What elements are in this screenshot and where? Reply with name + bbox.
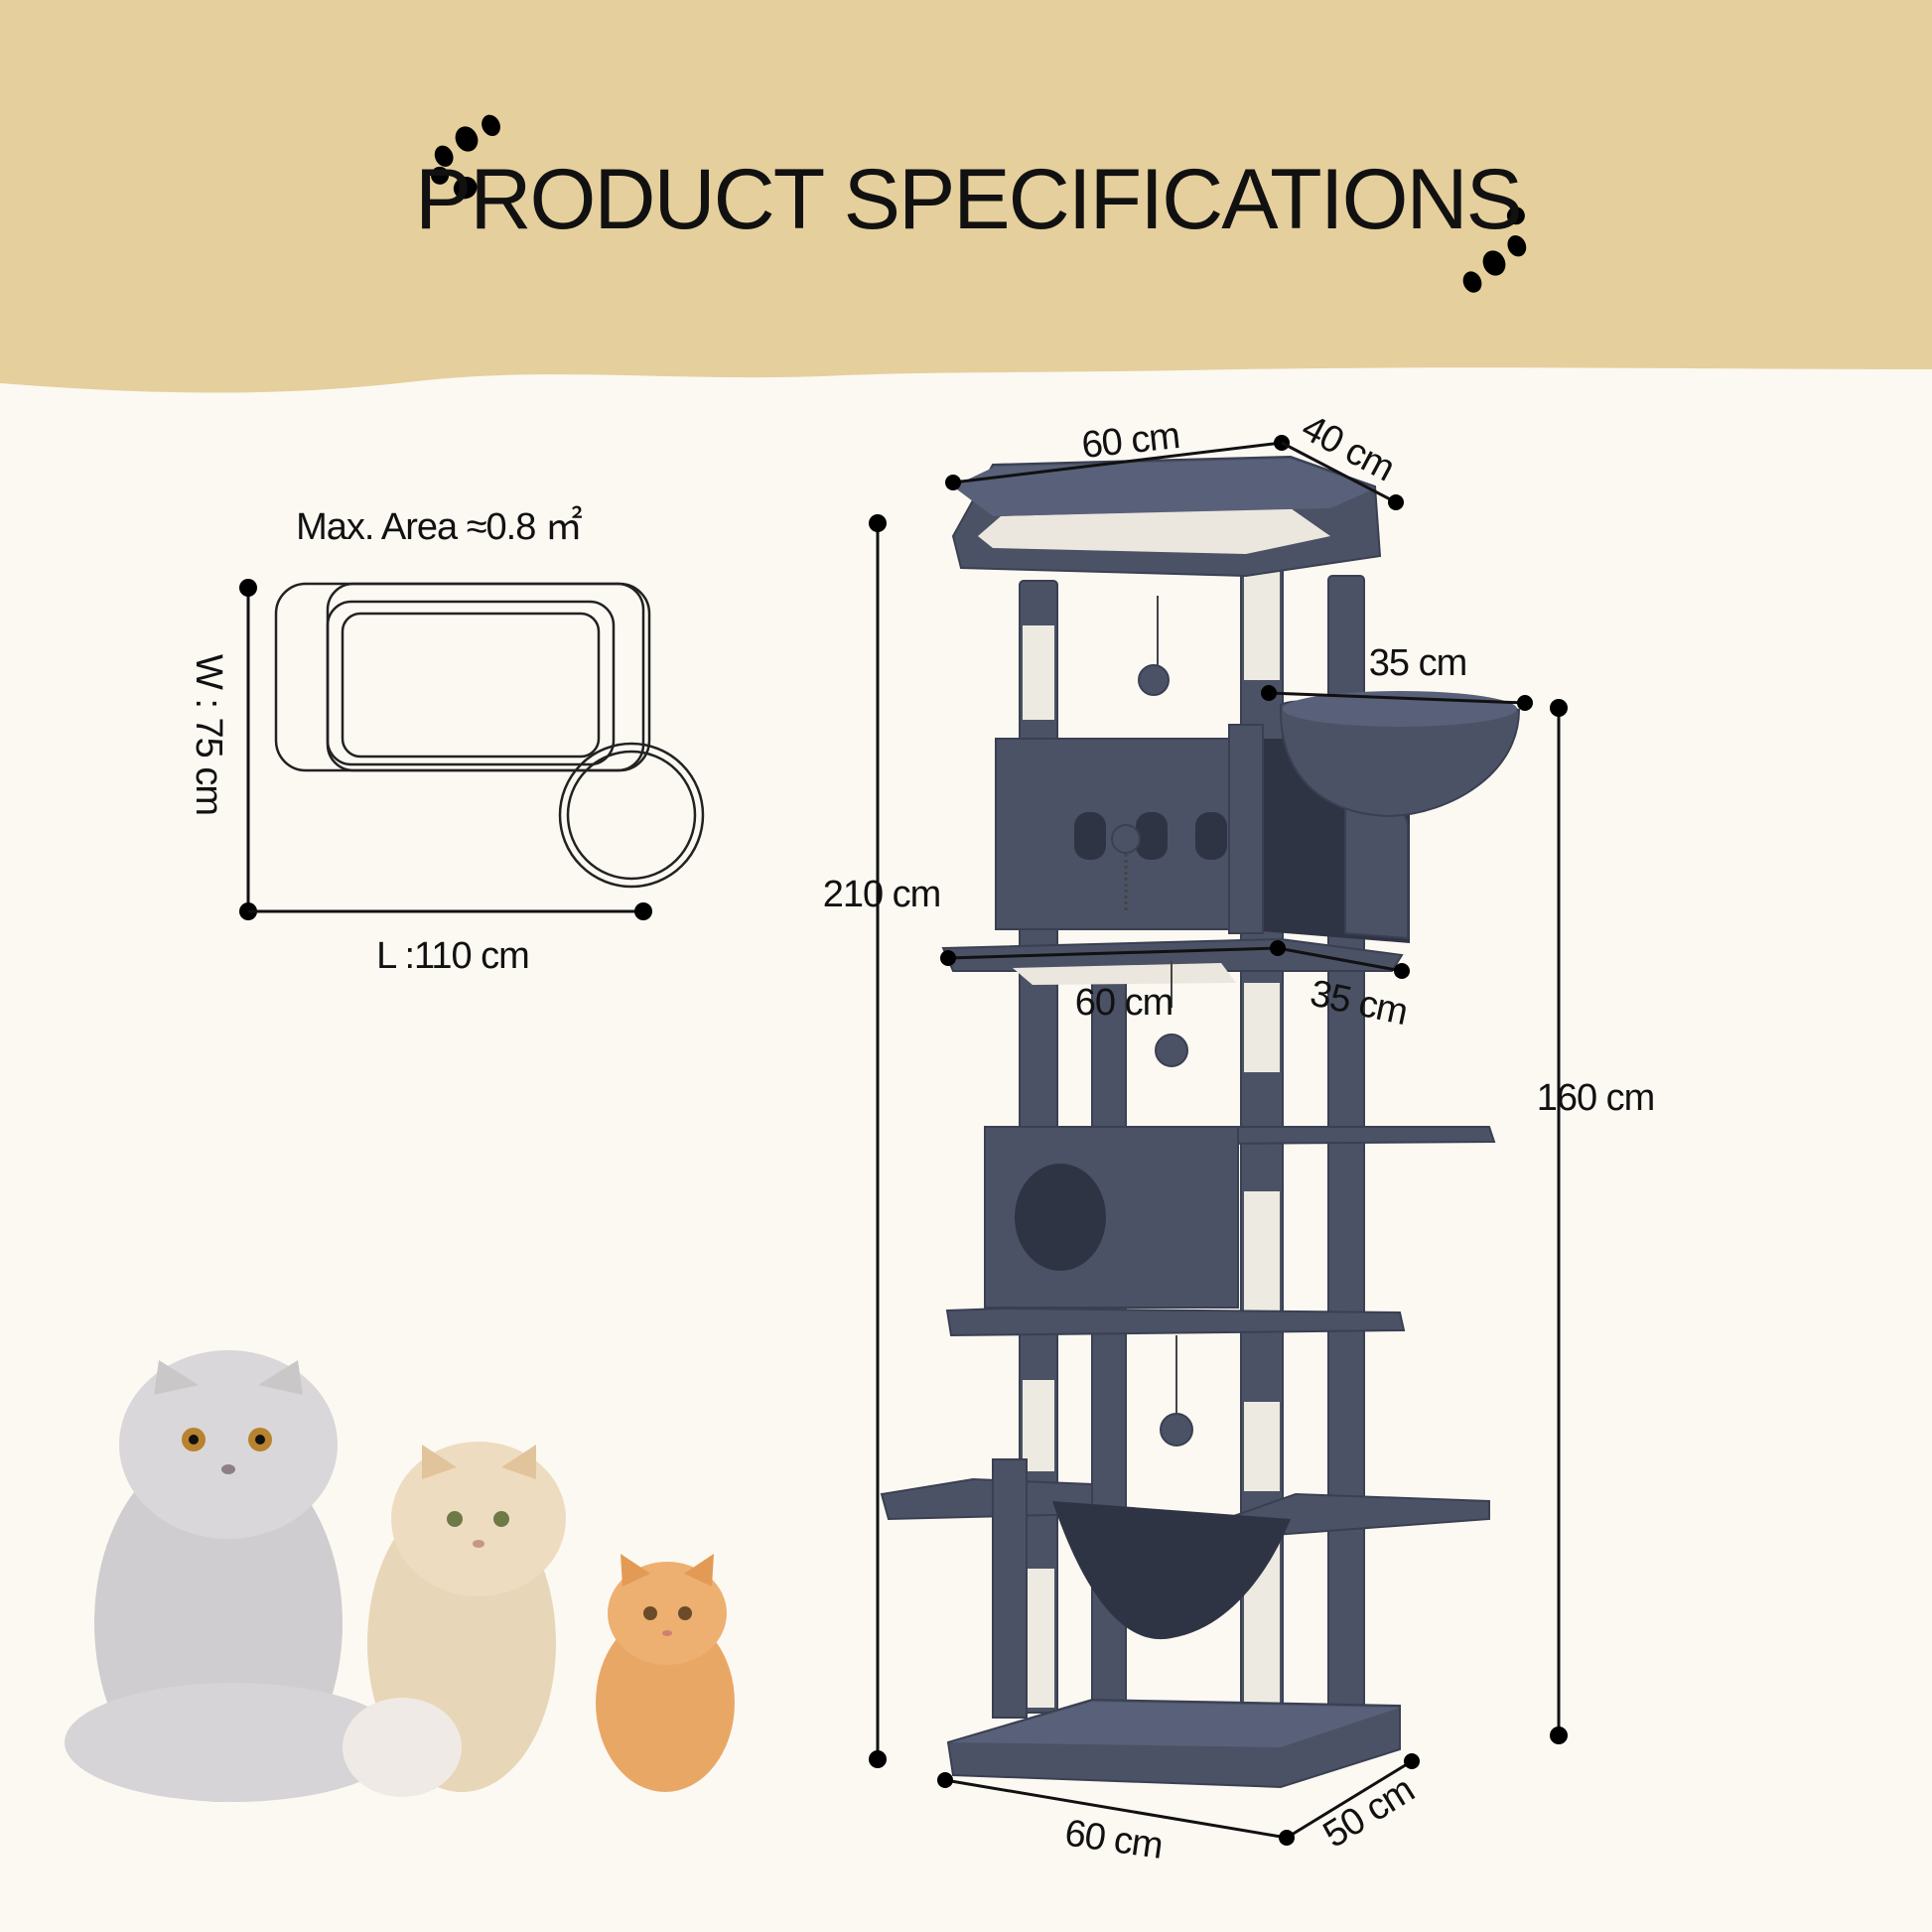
grey-cat-image bbox=[65, 1350, 402, 1802]
basket-height-label: 160 cm bbox=[1537, 1077, 1655, 1119]
top-platform-length-label: 60 cm bbox=[1080, 415, 1181, 467]
cream-cat-image bbox=[343, 1442, 566, 1797]
paw-print-icon bbox=[1462, 207, 1527, 293]
area-footprint-diagram bbox=[274, 582, 705, 889]
header-banner bbox=[0, 0, 1932, 393]
orange-kitten-image bbox=[596, 1554, 735, 1792]
length-label: L :110 cm bbox=[376, 935, 529, 977]
middle-platform-length-label: 60 cm bbox=[1075, 982, 1173, 1024]
max-area-label: Max. Area ≈0.8 ㎡ bbox=[296, 506, 583, 548]
paw-print-icon bbox=[431, 114, 500, 200]
base-length-label: 60 cm bbox=[1062, 1812, 1165, 1866]
cat-tree-image bbox=[880, 455, 1521, 1789]
base-width-label: 50 cm bbox=[1316, 1769, 1422, 1857]
total-height-label: 210 cm bbox=[823, 874, 941, 915]
width-label: W : 75 cm bbox=[188, 654, 229, 815]
page-title: PRODUCT SPECIFICATIONS bbox=[415, 152, 1521, 247]
basket-diameter-label: 35 cm bbox=[1369, 642, 1466, 684]
